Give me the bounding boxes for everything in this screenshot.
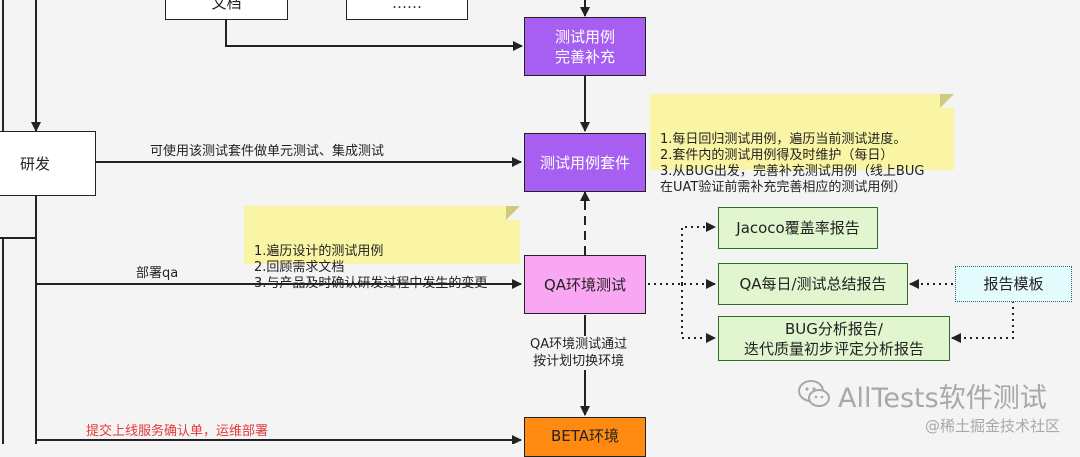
qa-note: 1.遍历设计的测试用例 2.回顾需求文档 3.与产品及时确认研发过程中发生的变更 xyxy=(244,206,520,291)
testcase-suite-label: 测试用例套件 xyxy=(539,153,630,172)
note-fold-icon xyxy=(506,206,520,220)
edge-qa-to-bug xyxy=(681,284,716,343)
qa-daily-report-box: QA每日/测试总结报告 xyxy=(718,263,908,305)
qa-env-test-box: QA环境测试 xyxy=(524,255,646,314)
edge-label-submit-online: 提交上线服务确认单，运维部署 xyxy=(86,424,269,439)
report-template-box: 报告模板 xyxy=(955,266,1072,302)
edge-label-deploy-qa: 部署qa xyxy=(136,266,179,281)
rnd-box: 研发 xyxy=(0,131,96,196)
edge-template-to-bug xyxy=(951,301,1014,343)
qa-daily-report-label: QA每日/测试总结报告 xyxy=(739,275,887,293)
note-fold-icon xyxy=(940,94,954,108)
watermark-sub: @稀土掘金技术社区 xyxy=(925,417,1061,435)
suite-note-text: 1.每日回归测试用例，遍历当前测试进度。 2.套件内的测试用例得及时维护（每日）… xyxy=(660,132,925,195)
qa-env-test-label: QA环境测试 xyxy=(543,275,627,294)
rnd-label: 研发 xyxy=(19,154,50,173)
edge-qa-to-jacoco xyxy=(681,222,716,284)
edge-doc-to-supplement xyxy=(225,20,523,51)
testcase-supplement-label: 测试用例 完善补充 xyxy=(554,27,615,66)
watermark-main: AllTests软件测试 xyxy=(838,383,1047,414)
suite-note: 1.每日回归测试用例，遍历当前测试进度。 2.套件内的测试用例得及时维护（每日）… xyxy=(650,94,954,195)
edge-label-qa-pass: QA环境测试通过 按计划切换环境 xyxy=(530,336,628,370)
report-template-label: 报告模板 xyxy=(983,275,1044,293)
top-right-box: …… xyxy=(346,0,468,20)
doc-box-label: 文档 xyxy=(211,0,242,12)
jacoco-report-label: Jacoco覆盖率报告 xyxy=(736,219,860,237)
qa-note-text: 1.遍历设计的测试用例 2.回顾需求文档 3.与产品及时确认研发过程中发生的变更 xyxy=(254,244,488,291)
top-right-box-label: …… xyxy=(392,0,422,12)
edge-label-unit-test: 可使用该测试套件做单元测试、集成测试 xyxy=(150,144,385,159)
doc-box: 文档 xyxy=(165,0,288,20)
bug-report-box: BUG分析报告/ 迭代质量初步评定分析报告 xyxy=(718,316,950,361)
beta-env-box: BETA环境 xyxy=(524,417,646,457)
testcase-supplement-box: 测试用例 完善补充 xyxy=(524,17,646,76)
beta-env-label: BETA环境 xyxy=(550,427,620,445)
testcase-suite-box: 测试用例套件 xyxy=(524,133,646,192)
jacoco-report-box: Jacoco覆盖率报告 xyxy=(718,207,878,249)
bug-report-label: BUG分析报告/ 迭代质量初步评定分析报告 xyxy=(743,319,924,358)
wechat-icon xyxy=(797,377,831,411)
